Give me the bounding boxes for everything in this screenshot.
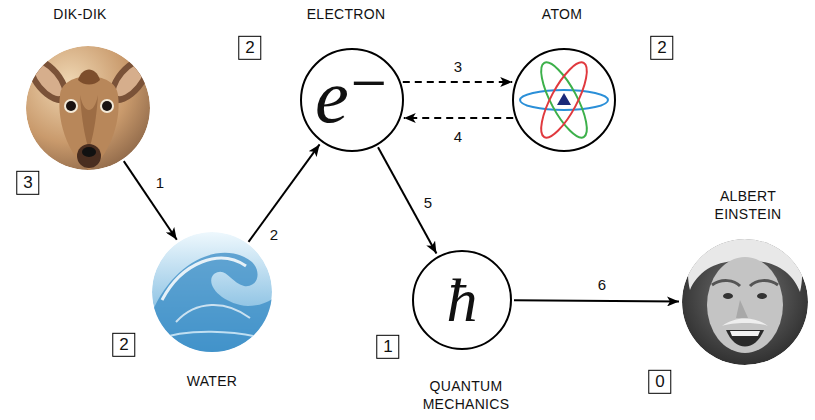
node-caption: ATOM (542, 6, 582, 24)
brow (712, 281, 740, 286)
circle-border (153, 233, 271, 351)
edge-number: 2 (268, 226, 280, 243)
node-caption: ALBERT EINSTEIN (706, 188, 790, 223)
node-caption: WATER (187, 373, 238, 391)
orbit (533, 57, 595, 143)
symbol-circle: ELECTRON2e⁻ (300, 48, 404, 152)
count-box: 1 (376, 335, 399, 359)
arrow-line (378, 147, 436, 253)
circle-border (301, 49, 403, 151)
count-box: 0 (648, 370, 671, 394)
arrow-line (124, 161, 177, 240)
arrow-line (514, 300, 679, 301)
face (707, 257, 783, 353)
foam (156, 332, 270, 340)
muzzle (77, 144, 101, 168)
nucleus (557, 93, 571, 105)
nose (82, 147, 96, 157)
node-caption: ELECTRON (307, 6, 386, 24)
eye (66, 101, 76, 111)
eye-ring (64, 99, 78, 113)
circle-border (513, 49, 615, 151)
atom-picture (520, 57, 608, 143)
head (59, 76, 118, 170)
nose (736, 300, 748, 318)
photo-circle: ALBERT EINSTEIN0 (682, 239, 808, 365)
foam (162, 258, 246, 300)
tuft (78, 70, 100, 85)
snout-stripe (80, 95, 98, 150)
node-outline (26, 46, 150, 170)
planck-symbol: ħ (447, 269, 478, 331)
wave (150, 253, 276, 356)
eye (757, 293, 767, 299)
symbol-circle: ħ1QUANTUM MECHANICS (412, 250, 512, 350)
eye-ring (100, 99, 114, 113)
circle-border (27, 47, 149, 169)
brow (750, 281, 778, 286)
eye (102, 101, 112, 111)
edge-number: 5 (422, 194, 434, 211)
moustache (722, 319, 768, 327)
circle-border (413, 251, 511, 349)
edge-number: 3 (452, 58, 464, 75)
node-outline (512, 48, 616, 152)
edge-number: 6 (596, 276, 608, 293)
circle-border (683, 240, 807, 364)
orbit (520, 90, 608, 110)
photo-circle: DIK-DIK3 (26, 46, 150, 170)
dashed-arrow (404, 117, 513, 119)
node-outline (682, 239, 808, 365)
eye (723, 293, 733, 299)
node-caption: DIK-DIK (53, 6, 106, 24)
picture-circle: ATOM2 (512, 48, 616, 152)
edge-number: 1 (154, 174, 166, 191)
node-caption: QUANTUM MECHANICS (410, 378, 522, 413)
count-box: 2 (238, 36, 261, 60)
node-outline (152, 232, 272, 352)
dashed-arrow (403, 81, 512, 83)
count-box: 3 (16, 171, 39, 195)
teeth (730, 331, 760, 336)
photo-circle: 2WATER (152, 232, 272, 352)
water-photo (150, 232, 276, 356)
dik-dik-photo (19, 46, 158, 170)
orbit (533, 57, 595, 143)
einstein-photo (682, 228, 808, 365)
count-box: 2 (112, 333, 135, 357)
electron-symbol: e⁻ (315, 58, 389, 134)
edge-number: 4 (452, 128, 464, 145)
foam (176, 305, 250, 322)
mouth (726, 330, 764, 347)
count-box: 2 (650, 36, 673, 60)
arrow-line (249, 144, 320, 241)
